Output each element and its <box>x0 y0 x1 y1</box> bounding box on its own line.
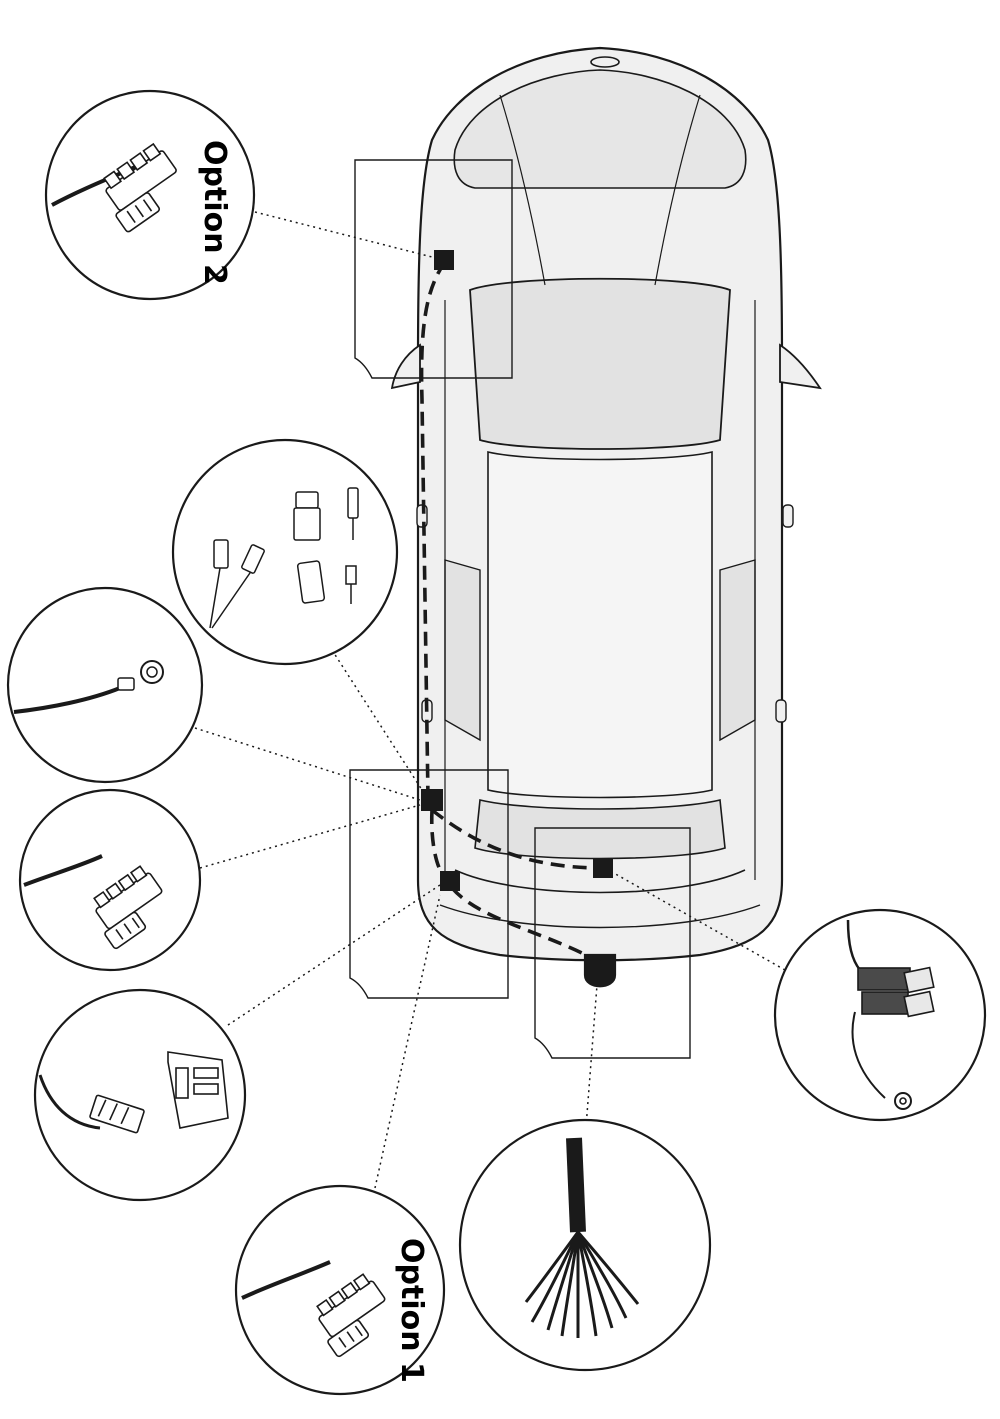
callout-plug-terminals <box>171 438 399 666</box>
leader-lines <box>194 211 786 1189</box>
option-1-label: Option 1 <box>394 1238 429 1383</box>
callout-option-1: Option 1 <box>234 1184 446 1396</box>
callout-cable-bundle <box>458 1118 712 1372</box>
plug-terminals-icon <box>209 487 359 629</box>
callout-control-module <box>33 988 247 1202</box>
frame-rear-left <box>349 769 509 999</box>
wire-connector-icon <box>103 142 177 233</box>
connection-point-front <box>434 250 454 270</box>
car-top-view-icon <box>390 46 822 988</box>
connection-point-rear-center <box>593 858 613 878</box>
frame-front <box>354 159 513 379</box>
callout-relay-connector <box>773 908 987 1122</box>
callout-ring-terminal <box>6 586 204 784</box>
wire-connector-icon <box>316 1273 386 1358</box>
control-module-icon <box>38 1051 229 1134</box>
relay-connector-icon <box>846 919 935 1110</box>
connection-point-rear-lower <box>440 871 460 891</box>
callout-option-2: Option 2 <box>44 89 256 301</box>
reference-frames <box>349 159 691 1059</box>
connection-points <box>421 250 613 891</box>
wire-connector-icon <box>93 865 163 950</box>
option-2-label: Option 2 <box>197 140 232 285</box>
callout-wire-connector <box>18 788 202 972</box>
cable-bundle-icon <box>524 1137 640 1338</box>
frame-rear-center <box>534 827 691 1059</box>
ring-terminal-icon <box>13 660 164 714</box>
connection-point-rear-left <box>421 789 443 811</box>
